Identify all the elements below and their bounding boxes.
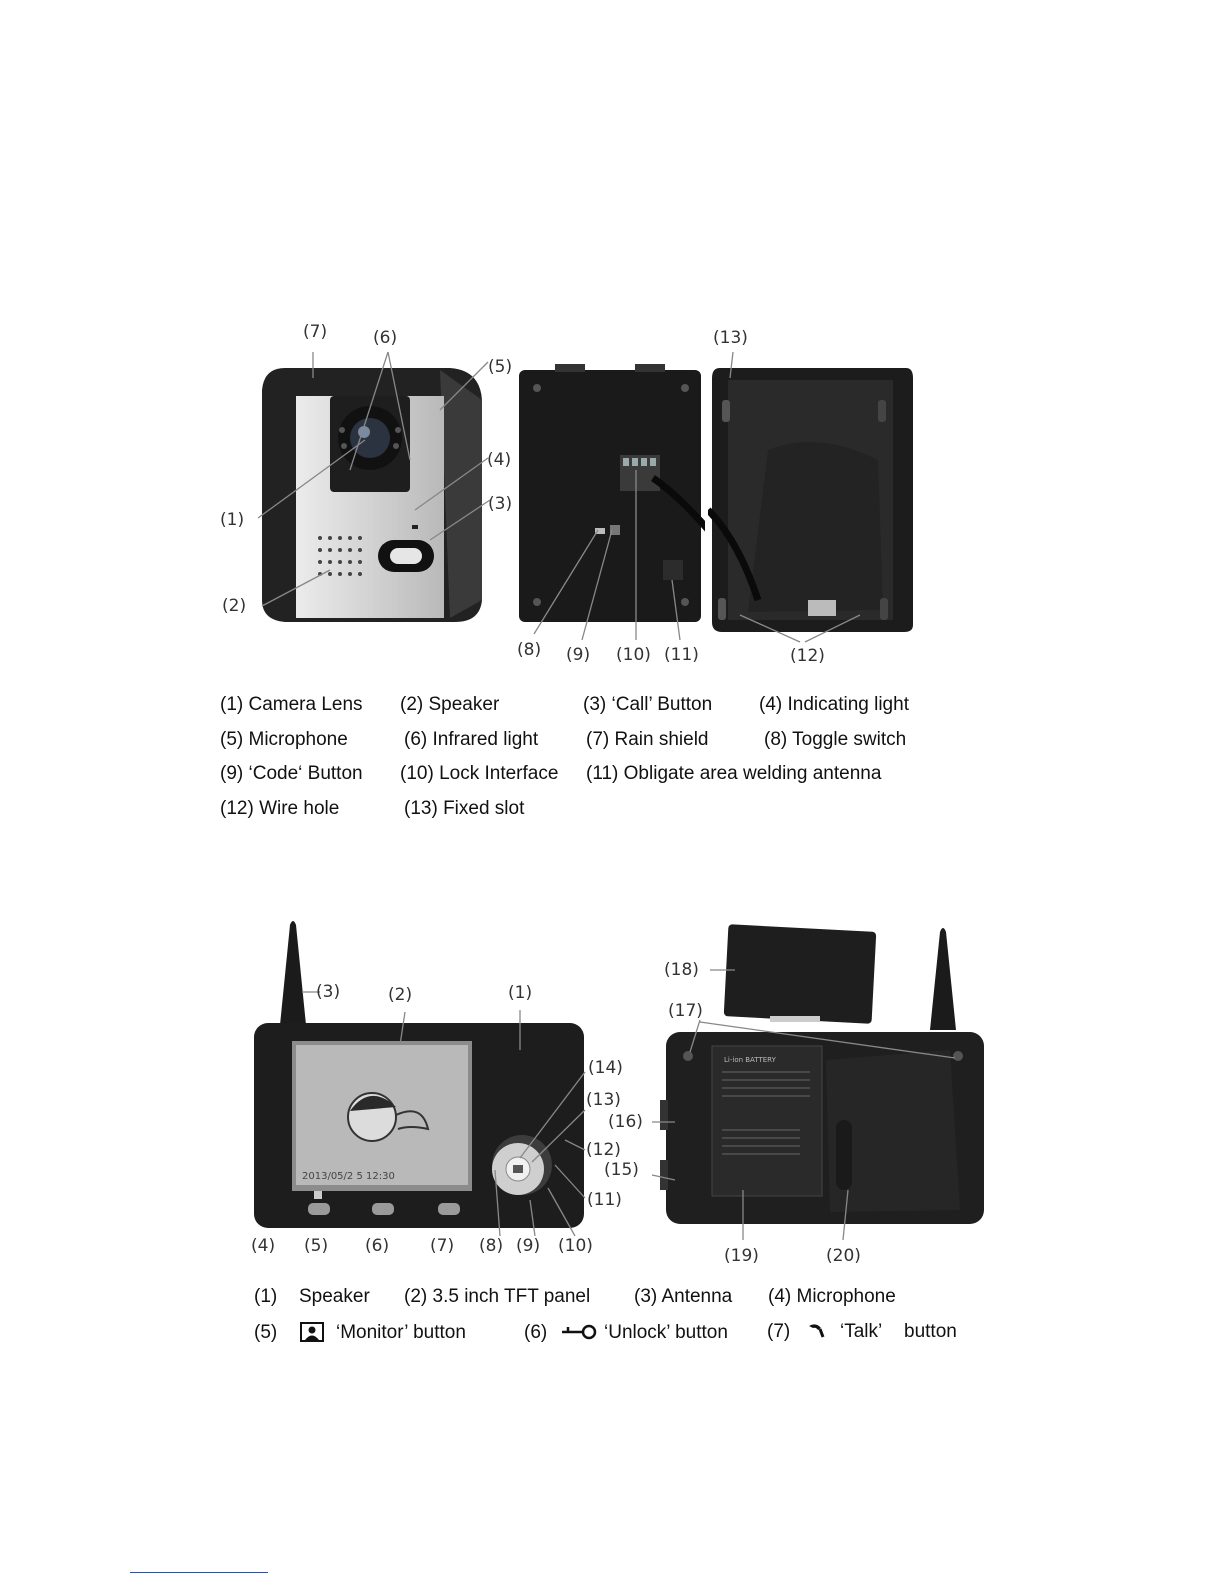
legend-item: (10) Lock Interface (400, 763, 559, 784)
legend-item: (9) ‘Code‘ Button (220, 763, 363, 784)
legend-item: (11) Obligate area welding antenna (586, 763, 882, 784)
footer-divider (130, 1572, 268, 1573)
monitor-person-icon (300, 1322, 324, 1342)
legend-item: (1) Camera Lens (220, 694, 363, 715)
callout-11: (11) (664, 645, 699, 665)
callout-12: (12) (790, 646, 825, 666)
m-legend-3: (3) Antenna (634, 1286, 733, 1307)
m-legend-5-num: (5) (254, 1322, 278, 1343)
callout-10: (10) (616, 645, 651, 665)
m-legend-1-num: (1) (254, 1286, 278, 1307)
m-callout-12: (12) (586, 1140, 621, 1160)
m-callout-15: (15) (604, 1160, 639, 1180)
phone-handset-icon (809, 1324, 825, 1338)
callout-2: (2) (222, 596, 247, 616)
callout-6: (6) (373, 328, 398, 348)
legend-item: (8) Toggle switch (764, 729, 907, 750)
m-callout-17: (17) (668, 1001, 703, 1021)
battery-label: Li-ion BATTERY (724, 1056, 777, 1064)
rain-shield-rear-photo (708, 368, 913, 632)
m-callout-16: (16) (608, 1112, 643, 1132)
m-callout-19: (19) (724, 1246, 759, 1266)
legend-item: (6) Infrared light (404, 729, 539, 750)
monitor-front-photo: 2013/05/2 5 12:30 (254, 921, 584, 1228)
m-callout-10: (10) (558, 1236, 593, 1256)
m-callout-5: (5) (304, 1236, 329, 1256)
m-legend-6-num: (6) (524, 1322, 548, 1343)
callout-9: (9) (566, 645, 591, 665)
m-callout-3: (3) (316, 982, 341, 1002)
legend-item: (4) Indicating light (759, 694, 909, 715)
legend-item: (5) Microphone (220, 729, 348, 750)
m-legend-4: (4) Microphone (768, 1286, 896, 1307)
m-legend-2: (2) 3.5 inch TFT panel (404, 1286, 591, 1307)
m-legend-7-text: ‘Talk’ (840, 1321, 883, 1342)
m-legend-7-tail: button (904, 1321, 957, 1342)
key-icon (562, 1324, 597, 1340)
m-legend-1-text: Speaker (299, 1286, 370, 1307)
callout-8: (8) (517, 640, 542, 660)
legend-item: (12) Wire hole (220, 798, 340, 819)
m-callout-18: (18) (664, 960, 699, 980)
m-legend-5-text: ‘Monitor’ button (336, 1322, 466, 1343)
m-legend-6-text: ‘Unlock’ button (604, 1322, 728, 1343)
m-callout-8: (8) (479, 1236, 504, 1256)
m-callout-6: (6) (365, 1236, 390, 1256)
m-callout-1: (1) (508, 983, 533, 1003)
m-callout-11: (11) (587, 1190, 622, 1210)
m-legend-7-num: (7) (767, 1321, 791, 1342)
callout-13: (13) (713, 328, 748, 348)
m-callout-20: (20) (826, 1246, 861, 1266)
doorbell-front-photo (262, 368, 482, 622)
m-callout-2: (2) (388, 985, 413, 1005)
callout-7: (7) (303, 322, 328, 342)
m-callout-9: (9) (516, 1236, 541, 1256)
m-callout-14: (14) (588, 1058, 623, 1078)
legend-item: (7) Rain shield (586, 729, 709, 750)
legend-item: (2) Speaker (400, 694, 500, 715)
callout-3: (3) (488, 494, 513, 514)
callout-4: (4) (487, 450, 512, 470)
m-callout-13: (13) (586, 1090, 621, 1110)
callout-1: (1) (220, 510, 245, 530)
legend-item: (3) ‘Call’ Button (583, 694, 713, 715)
legend-item: (13) Fixed slot (404, 798, 525, 819)
screen-date-text: 2013/05/2 5 12:30 (302, 1171, 395, 1182)
m-callout-4: (4) (251, 1236, 276, 1256)
doorbell-rear-photo (519, 364, 705, 622)
monitor-rear-photo: Li-ion BATTERY (660, 924, 984, 1224)
m-callout-7: (7) (430, 1236, 455, 1256)
callout-5: (5) (488, 357, 513, 377)
